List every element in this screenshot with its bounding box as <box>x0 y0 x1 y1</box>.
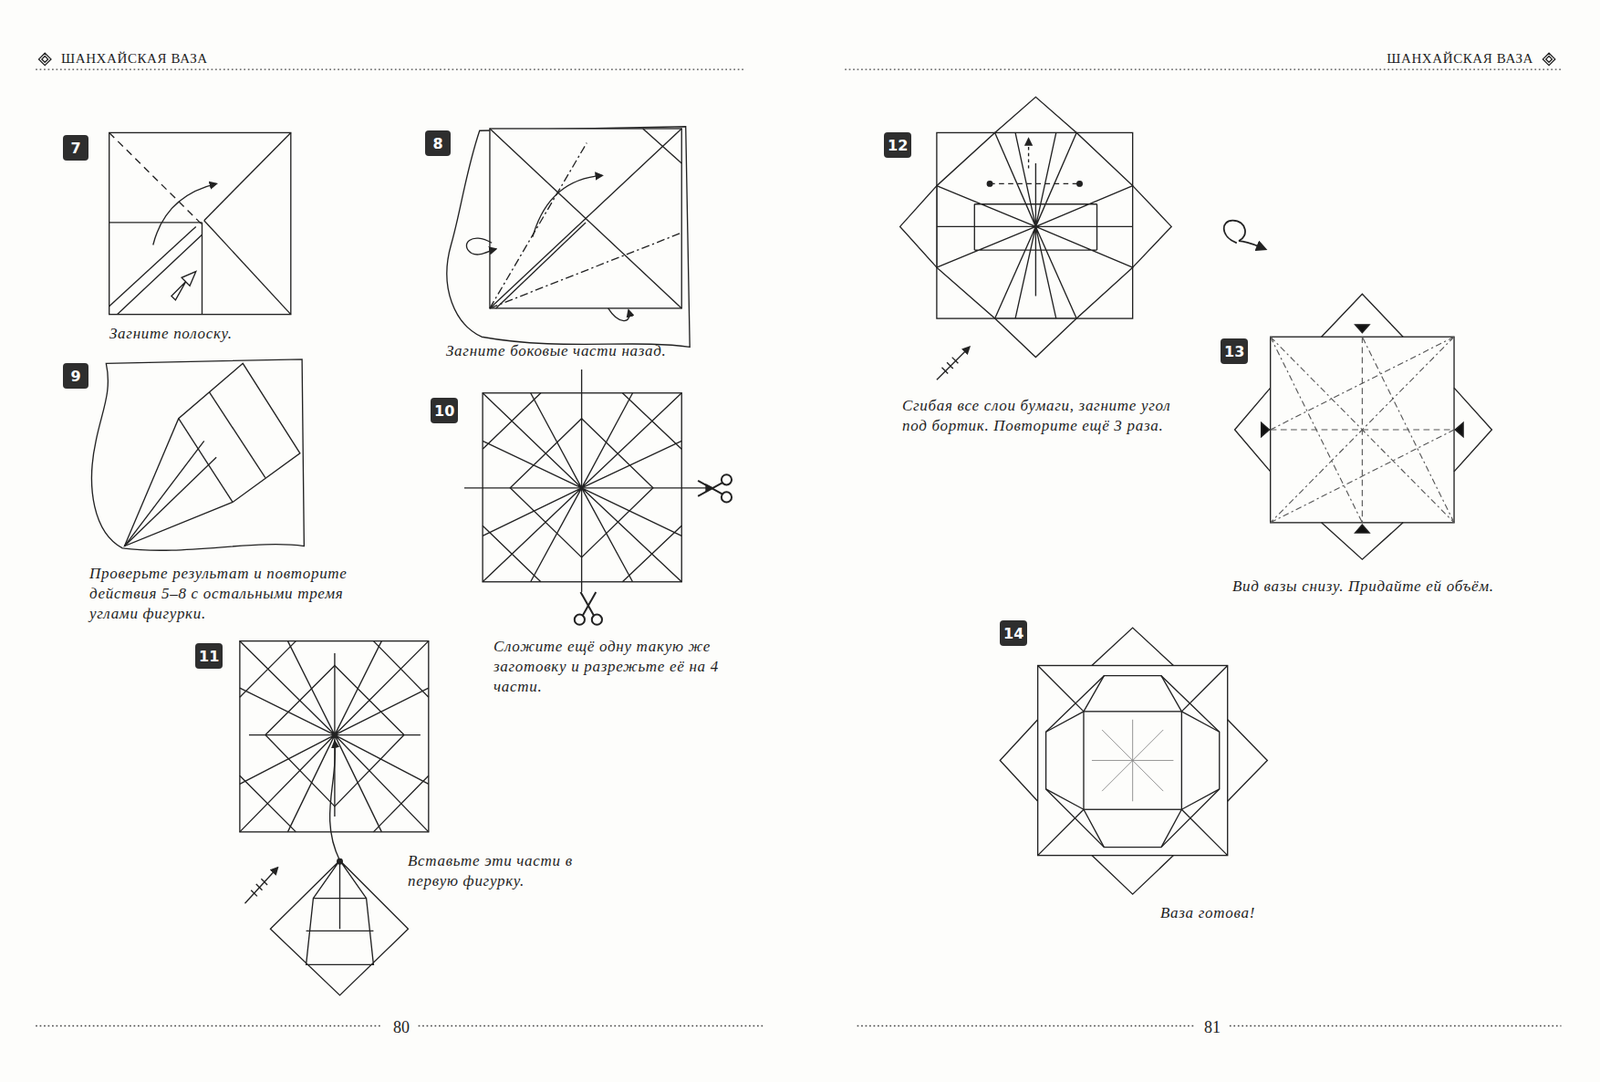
step-badge: 7 <box>62 135 89 161</box>
step-badge: 14 <box>999 620 1028 646</box>
step-caption: Сложите ещё одну такую же заготовку и ра… <box>493 636 768 697</box>
page-number: 80 <box>387 1018 416 1038</box>
step-number: 11 <box>198 647 219 665</box>
running-header: ШАНХАЙСКАЯ ВАЗА <box>1386 51 1534 67</box>
step-number: 14 <box>1003 624 1024 643</box>
step-caption: Загните полоску. <box>109 323 233 344</box>
step-caption: Проверьте результат и повторите действия… <box>89 563 382 624</box>
step-number: 10 <box>434 402 455 420</box>
step-badge: 9 <box>62 363 89 389</box>
step-number: 7 <box>70 139 81 157</box>
step-caption: Ваза готова! <box>1160 903 1256 924</box>
step-caption: Вставьте эти части в первую фигурку. <box>407 851 627 892</box>
step-number: 9 <box>70 367 81 385</box>
step-number: 8 <box>432 135 443 153</box>
step-caption: Вид вазы снизу. Придайте ей объём. <box>1232 576 1495 597</box>
step-badge: 12 <box>883 132 912 158</box>
page-number: 81 <box>1198 1018 1226 1038</box>
step-badge: 10 <box>430 397 458 424</box>
step-badge: 13 <box>1220 338 1248 364</box>
step-number: 13 <box>1224 342 1245 361</box>
step-badge: 8 <box>425 130 451 156</box>
step-caption: Загните боковые части назад. <box>446 341 667 362</box>
step-number: 12 <box>887 136 908 155</box>
step-caption: Сгибая все слои бумаги, загните угол под… <box>902 395 1190 437</box>
running-header: ШАНХАЙСКАЯ ВАЗА <box>61 51 208 67</box>
step-badge: 11 <box>195 643 223 669</box>
